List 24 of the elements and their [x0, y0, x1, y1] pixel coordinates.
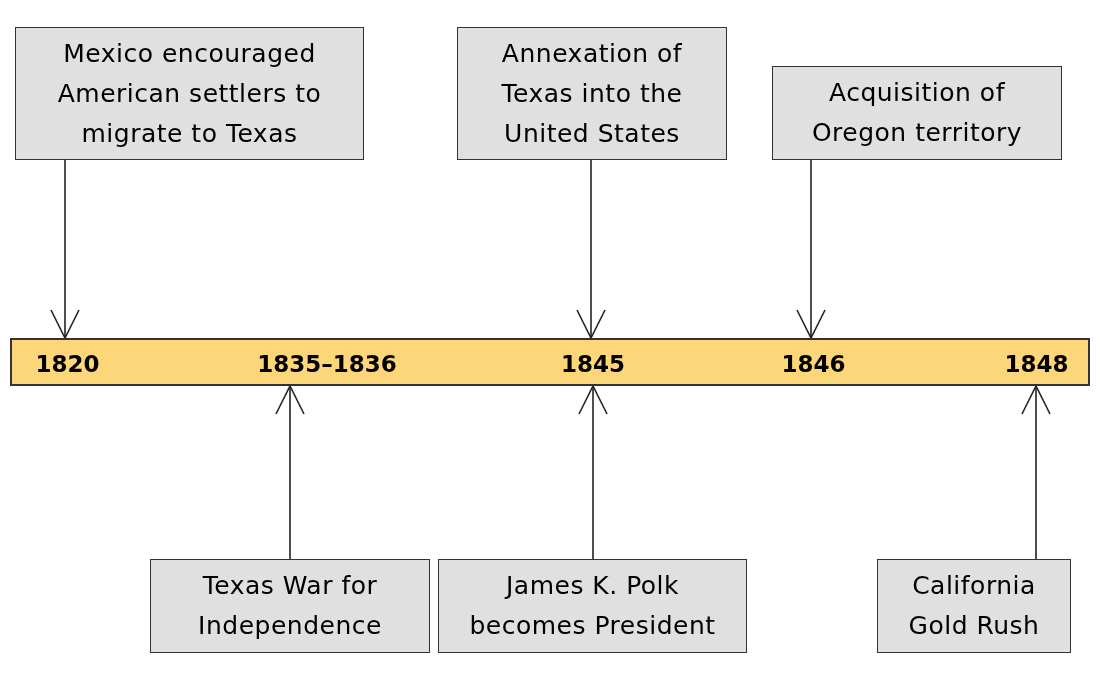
event-text: Acquisition of Oregon territory [810, 77, 1024, 149]
event-text: Texas War for Independence [197, 570, 383, 642]
year-label: 1820 [35, 349, 100, 379]
arrow [1021, 385, 1051, 560]
year-label: 1845 [561, 349, 625, 379]
event-box [150, 559, 430, 653]
event-box [772, 66, 1062, 160]
event-box [877, 559, 1071, 653]
event-text: California Gold Rush [907, 570, 1041, 642]
arrow [275, 385, 305, 560]
timeline-bar [10, 338, 1090, 386]
year-label: 1848 [1004, 349, 1069, 379]
year-label: 1846 [781, 349, 846, 379]
arrow [50, 159, 80, 339]
event-text: James K. Polk becomes President [468, 570, 717, 642]
arrow [796, 159, 826, 339]
event-box [457, 27, 727, 160]
event-box [15, 27, 364, 160]
arrow [578, 385, 608, 560]
arrow [576, 159, 606, 339]
event-text: Annexation of Texas into the United States [500, 37, 684, 150]
event-box [438, 559, 747, 653]
year-label: 1835–1836 [257, 349, 397, 379]
event-text: Mexico encouraged American settlers to migrate to Texas [56, 37, 323, 150]
